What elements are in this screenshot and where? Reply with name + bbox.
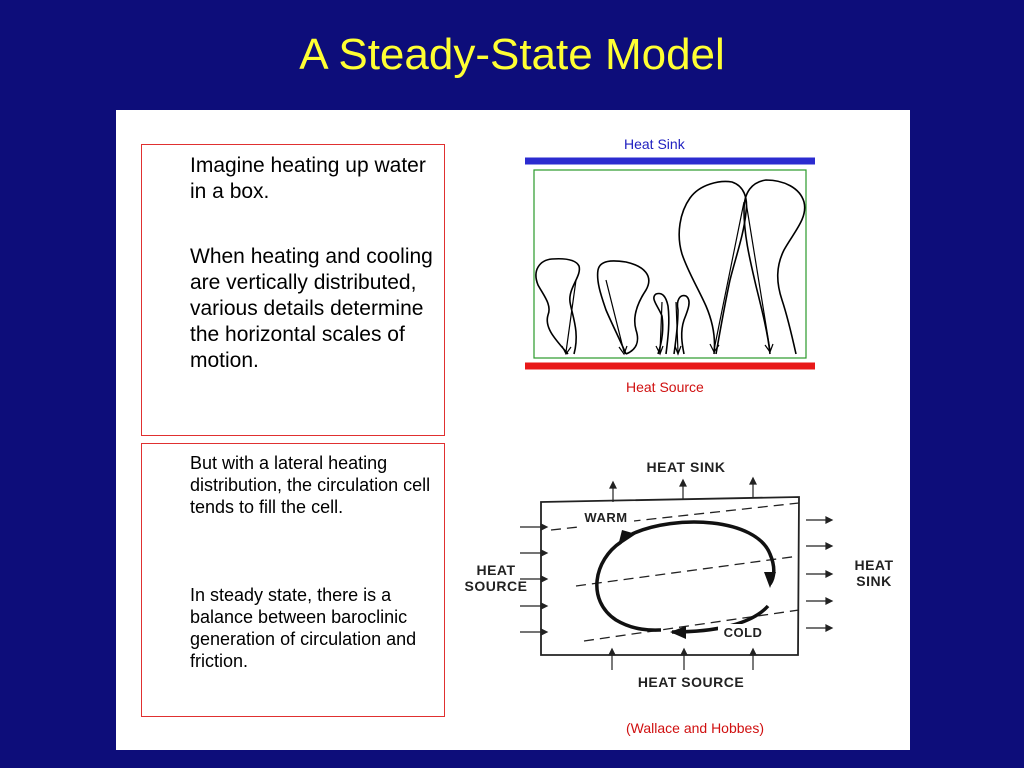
- circ-heat-sink-right-label: HEAT SINK: [854, 557, 894, 589]
- content-panel: Imagine heating up water in a box. When …: [116, 110, 910, 750]
- slide-title: A Steady-State Model: [299, 30, 725, 79]
- plume-arrows: [561, 201, 774, 356]
- circ-heat-sink-top-label: HEAT SINK: [646, 459, 726, 475]
- convection-diagram: [520, 157, 834, 670]
- lateral-arrows-right: [806, 516, 834, 632]
- warm-label: WARM: [584, 510, 628, 525]
- circ-heat-source-left-label: HEAT SOURCE: [464, 562, 528, 594]
- warm-label-bg: [578, 510, 634, 528]
- text-box-lateral-heating: But with a lateral heating distribution,…: [141, 443, 445, 717]
- vertical-arrows-bottom: [608, 647, 757, 670]
- circulation-arrowhead-top: [618, 530, 636, 546]
- heat-sink-label: Heat Sink: [624, 136, 685, 152]
- circulation-arrowhead-right: [764, 572, 776, 588]
- circulation-loop-left: [595, 540, 662, 632]
- paragraph-vertical-distribution: When heating and cooling are vertically …: [190, 245, 433, 372]
- vertical-arrows-top: [609, 476, 757, 502]
- paragraph-steady-state-balance: In steady state, there is a balance betw…: [190, 585, 417, 671]
- paragraph-lateral-heating: But with a lateral heating distribution,…: [190, 453, 431, 517]
- circulation-arrowhead-bottom: [670, 626, 686, 639]
- citation: (Wallace and Hobbes): [626, 720, 764, 736]
- heat-source-label: Heat Source: [626, 379, 704, 395]
- cold-label: COLD: [723, 625, 763, 640]
- text-box-vertical-heating: Imagine heating up water in a box. When …: [141, 144, 445, 436]
- circulation-loop-top: [631, 520, 776, 585]
- plume-outlines: [535, 179, 806, 355]
- cold-label-bg: [718, 624, 768, 642]
- circ-heat-source-bottom-label: HEAT SOURCE: [637, 674, 745, 690]
- paragraph-imagine-heating: Imagine heating up water in a box.: [190, 154, 426, 203]
- water-box: [533, 169, 807, 359]
- circulation-diagram: [520, 476, 834, 670]
- lateral-arrows-left: [520, 523, 549, 636]
